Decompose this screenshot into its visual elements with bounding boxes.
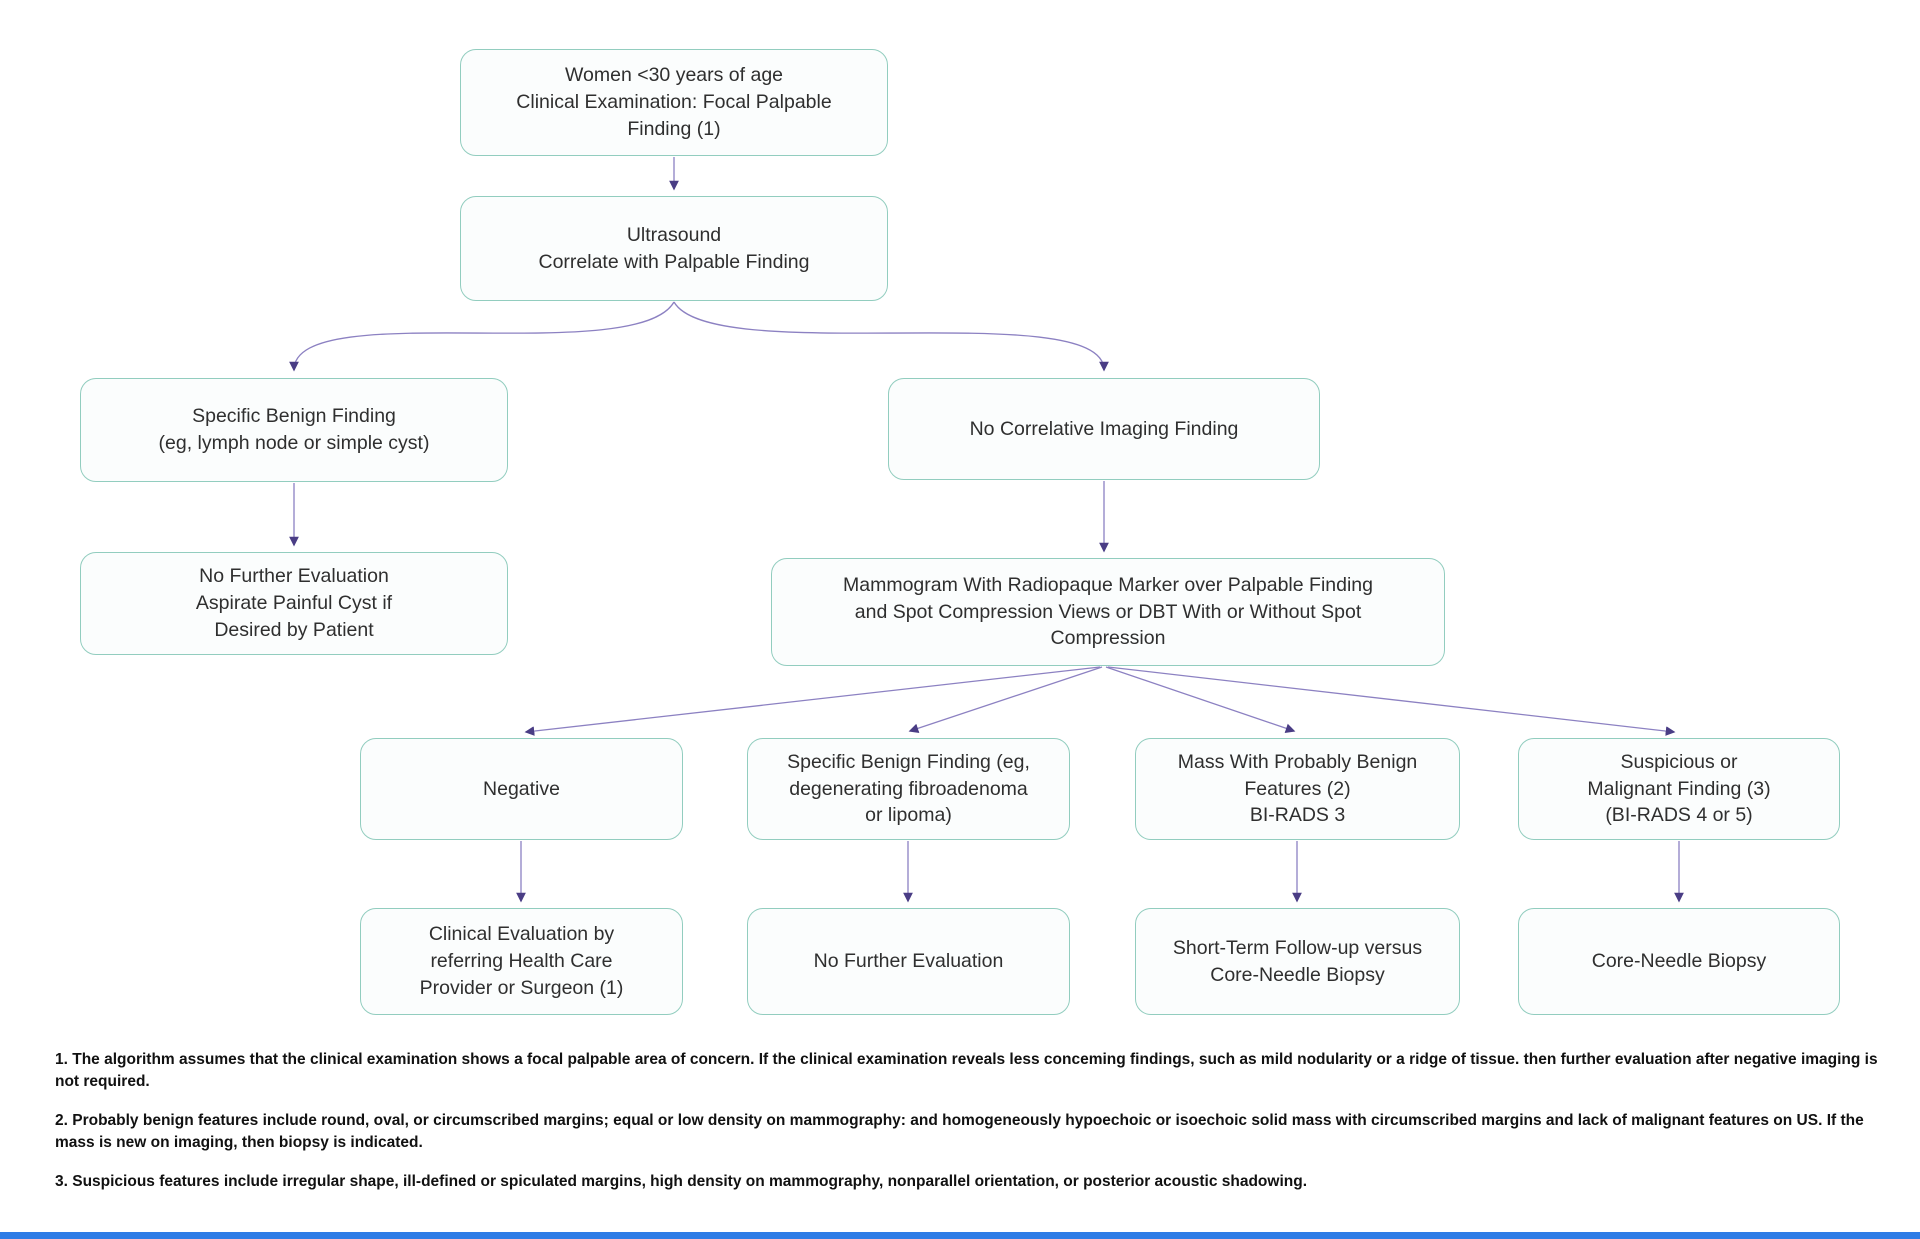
node-specific-benign-finding-us: Specific Benign Finding (eg, lymph node …	[80, 378, 508, 482]
node-no-correlative-imaging: No Correlative Imaging Finding	[888, 378, 1320, 480]
edge-mammogram-suspicious	[1107, 666, 1676, 736]
edge-mammogram-mass-benign	[1105, 666, 1296, 733]
node-mass-probably-benign: Mass With Probably Benign Features (2) B…	[1135, 738, 1460, 840]
footnote-1: 1. The algorithm assumes that the clinic…	[55, 1051, 1878, 1090]
bottom-border-bar	[0, 1232, 1920, 1239]
node-core-needle-biopsy: Core-Needle Biopsy	[1518, 908, 1840, 1015]
node-specific-benign-finding-mammo: Specific Benign Finding (eg, degeneratin…	[747, 738, 1070, 840]
edge-ultrasound-specific-benign	[289, 301, 675, 372]
edge-mammogram-specific-benign2	[908, 666, 1103, 734]
node-no-further-evaluation-cyst: No Further Evaluation Aspirate Painful C…	[80, 552, 508, 655]
footnote-2: 2. Probably benign features include roun…	[55, 1112, 1864, 1151]
edge-mammogram-negative	[524, 666, 1101, 736]
edge-ultrasound-no-correlative	[673, 301, 1109, 372]
node-short-term-followup: Short-Term Follow-up versus Core-Needle …	[1135, 908, 1460, 1015]
node-women-under-30: Women <30 years of age Clinical Examinat…	[460, 49, 888, 156]
node-suspicious-malignant: Suspicious or Malignant Finding (3) (BI-…	[1518, 738, 1840, 840]
node-no-further-evaluation: No Further Evaluation	[747, 908, 1070, 1015]
node-clinical-evaluation: Clinical Evaluation by referring Health …	[360, 908, 683, 1015]
footnote-3: 3. Suspicious features include irregular…	[55, 1173, 1308, 1190]
node-mammogram: Mammogram With Radiopaque Marker over Pa…	[771, 558, 1445, 666]
footnotes: 1. The algorithm assumes that the clinic…	[55, 1049, 1883, 1210]
node-ultrasound: Ultrasound Correlate with Palpable Findi…	[460, 196, 888, 301]
node-negative: Negative	[360, 738, 683, 840]
